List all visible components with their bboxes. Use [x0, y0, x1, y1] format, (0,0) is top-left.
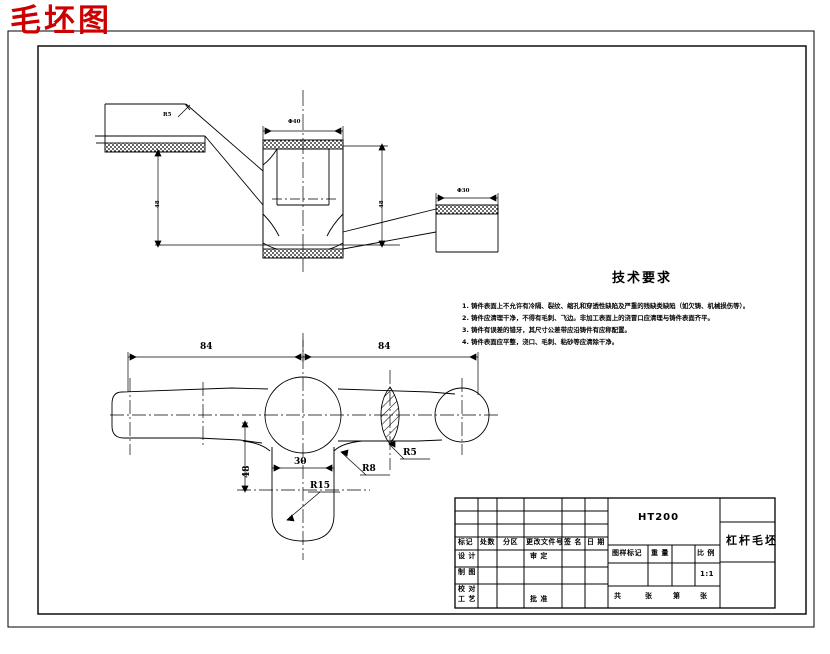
material-label: HT200 [638, 512, 680, 523]
revision-header-sign: 签 名 [564, 538, 582, 546]
stamp-header-scale: 比 例 [697, 549, 715, 557]
sheet-total-unit: 张 [645, 592, 653, 600]
dim-right-span: 84 [378, 342, 391, 352]
dim-stem-length: 48 [242, 465, 252, 478]
stamp-header-mark: 图样标记 [612, 549, 642, 557]
dim-right-width: Φ30 [457, 188, 470, 194]
scale-value: 1:1 [700, 570, 715, 578]
dim-left-span: 84 [200, 342, 213, 352]
dim-fillet-radius-r8: R8 [362, 464, 376, 474]
role-process: 工 艺 [458, 595, 476, 603]
section-dimensions [154, 104, 499, 248]
role-check: 校 对 [458, 585, 476, 593]
revision-header-date: 日 期 [587, 538, 605, 546]
sheet-total-prefix: 共 [614, 592, 622, 600]
dim-bore-diameter: Φ40 [288, 119, 301, 125]
revision-header-count: 处数 [480, 538, 495, 546]
stamp-header-weight: 重 量 [651, 549, 669, 557]
drawing-frame [7, 30, 815, 628]
section-view [95, 90, 499, 272]
tech-requirement-line-3: 3. 铸件有误差的错牙，其尺寸公差带应沿铸件有应称配置。 [462, 326, 631, 334]
plan-center-lines [110, 333, 500, 560]
revision-header-docno: 更改文件号 [526, 538, 564, 546]
tech-requirements-heading: 技术要求 [612, 271, 673, 286]
plan-dimensions [127, 340, 479, 522]
sheet-index-unit: 张 [700, 592, 708, 600]
revision-header-zone: 分区 [503, 538, 518, 546]
dim-left-height: 48 [155, 200, 161, 208]
dim-right-height: 48 [379, 200, 385, 208]
tech-requirement-line-1: 1. 铸件表面上不允许有冷隔、裂纹、缩孔和穿透性缺陷及严重的残缺类缺陷（如欠铸、… [462, 302, 750, 310]
sheet-index-prefix: 第 [673, 592, 681, 600]
part-name-label: 杠杆毛坯 [726, 534, 778, 547]
dim-stem-end-radius: R15 [310, 481, 331, 491]
drawing-title-stamp: 毛坯图 [10, 3, 112, 39]
role-design-co: 审 定 [530, 552, 548, 560]
role-design: 设 计 [458, 552, 476, 560]
dim-stem-width: 30 [294, 457, 307, 467]
dim-fillet-radius-r5: R5 [403, 448, 417, 458]
revision-header-marker: 标记 [458, 538, 473, 546]
tech-requirement-line-2: 2. 铸件应清理干净，不得有毛刺、飞边。非加工表面上的浇冒口应清理与铸件表面齐平… [462, 314, 714, 322]
title-block-grid [454, 497, 776, 609]
role-draw: 制 图 [458, 568, 476, 576]
dim-left-radius: R5 [163, 112, 172, 118]
role-process-co: 批 准 [530, 595, 548, 603]
tech-requirement-line-4: 4. 铸件表面应平整，浇口、毛刺、粘砂等应清除干净。 [462, 338, 619, 346]
